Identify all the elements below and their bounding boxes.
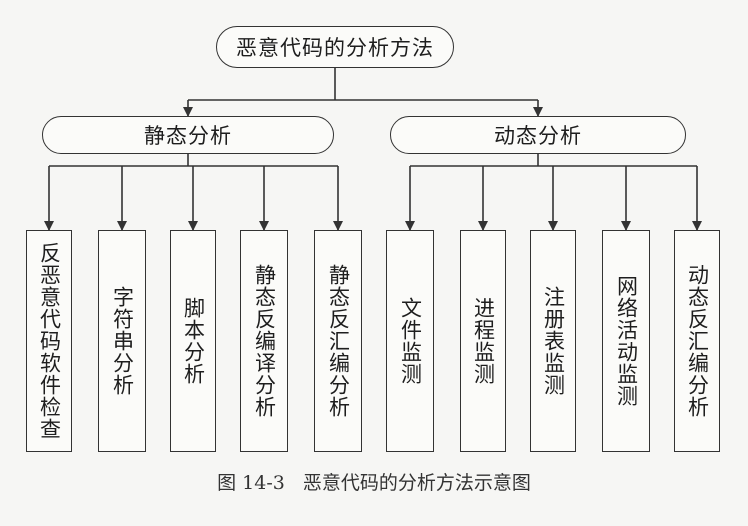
root-node: 恶意代码的分析方法 [216,26,454,68]
static-leaf-2: 字符串分析 [98,230,146,452]
root-label: 恶意代码的分析方法 [236,36,434,60]
dynamic-analysis-label: 动态分析 [494,124,582,148]
static-leaf-5: 静态反汇编分析 [314,230,362,452]
dynamic-leaf-label: 注册表监测 [541,286,566,396]
figure-caption-text: 恶意代码的分析方法示意图 [302,472,531,494]
static-leaf-4: 静态反编译分析 [240,230,288,452]
static-analysis-label: 静态分析 [144,124,232,148]
dynamic-leaf-label: 网络活动监测 [614,275,639,407]
dynamic-leaf-label: 进程监测 [471,297,496,385]
static-leaf-3: 脚本分析 [170,230,216,452]
dynamic-leaf-label: 动态反汇编分析 [685,264,710,418]
static-leaf-label: 反恶意代码软件检查 [37,242,62,440]
static-leaf-label: 静态反汇编分析 [326,264,351,418]
static-analysis-node: 静态分析 [42,116,334,154]
dynamic-leaf-5: 动态反汇编分析 [674,230,720,452]
static-leaf-label: 字符串分析 [110,286,135,396]
dynamic-analysis-node: 动态分析 [390,116,686,154]
static-leaf-label: 脚本分析 [181,297,206,385]
dynamic-leaf-1: 文件监测 [386,230,434,452]
static-leaf-label: 静态反编译分析 [252,264,277,418]
figure-caption: 图 14-3 恶意代码的分析方法示意图 [0,468,748,495]
dynamic-leaf-label: 文件监测 [398,297,423,385]
dynamic-leaf-4: 网络活动监测 [602,230,650,452]
dynamic-leaf-3: 注册表监测 [530,230,576,452]
figure-number: 图 14-3 [217,472,285,494]
static-leaf-1: 反恶意代码软件检查 [26,230,72,452]
dynamic-leaf-2: 进程监测 [460,230,506,452]
